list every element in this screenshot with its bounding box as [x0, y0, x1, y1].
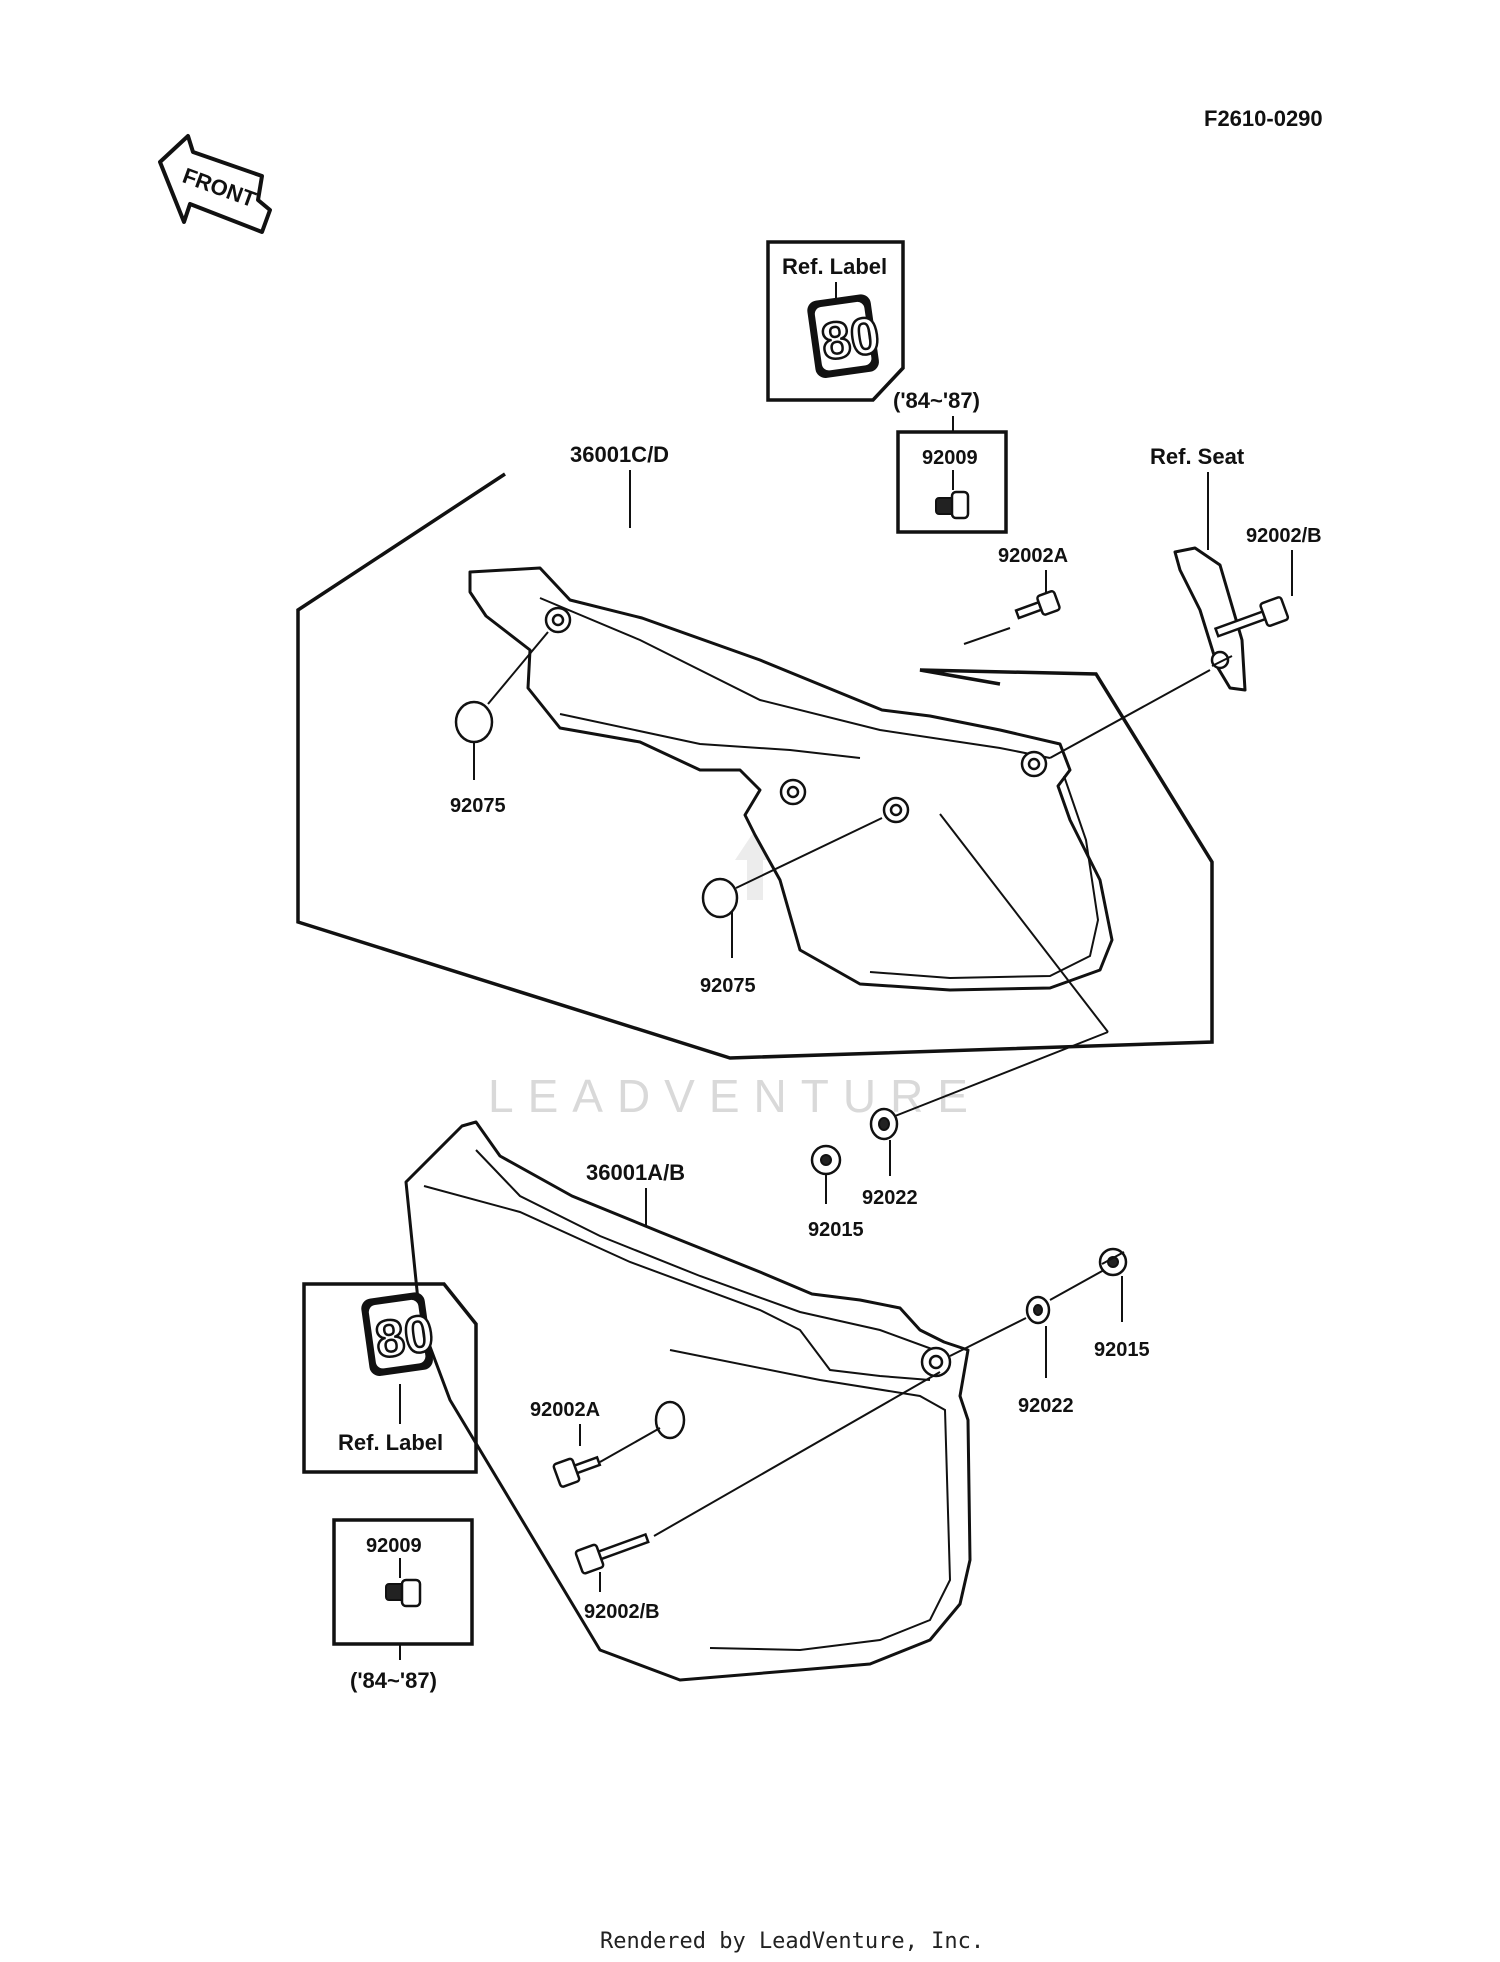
- part-92022-bottom-label[interactable]: 92022: [1018, 1395, 1074, 1417]
- screw-icon: [385, 1578, 422, 1608]
- screw-icon: [935, 490, 970, 520]
- watermark-text: LEADVENTURE: [488, 1070, 982, 1122]
- front-arrow-icon: FRONT: [158, 134, 272, 234]
- ref-label-box-bottom: 80 Ref. Label: [302, 1282, 478, 1474]
- years-label-bottom: ('84~'87): [350, 1668, 437, 1693]
- ref-seat-label: Ref. Seat: [1150, 444, 1245, 469]
- years-label-top: ('84~'87): [893, 388, 980, 413]
- washer-icon: [869, 1107, 899, 1141]
- grommet-icon: [454, 700, 494, 744]
- nut-icon: [810, 1144, 842, 1176]
- bolt-icon: [574, 1532, 650, 1575]
- part-92002a-top-label[interactable]: 92002A: [998, 545, 1068, 567]
- bolt-icon: [552, 1455, 602, 1488]
- part-92015-bottom-label[interactable]: 92015: [1094, 1339, 1150, 1361]
- part-92015-top-label[interactable]: 92015: [808, 1219, 864, 1241]
- seat-bracket: [1173, 546, 1247, 692]
- footer-credit: Rendered by LeadVenture, Inc.: [600, 1929, 984, 1954]
- ref-label-bottom-text: Ref. Label: [338, 1430, 443, 1455]
- side-cover-bottom[interactable]: [404, 1120, 972, 1682]
- side-cover-top[interactable]: [468, 566, 1114, 992]
- part-36001cd-label[interactable]: 36001C/D: [570, 442, 669, 467]
- part-92022-top-label[interactable]: 92022: [862, 1187, 918, 1209]
- part-92009-top-label: 92009: [922, 447, 978, 469]
- callout-outline-top: [296, 472, 1214, 1060]
- part-92075-left-label[interactable]: 92075: [450, 795, 506, 817]
- badge-text: 80: [818, 306, 883, 371]
- part-92002b-top-label[interactable]: 92002/B: [1246, 525, 1322, 547]
- washer-icon: [1025, 1295, 1051, 1325]
- part-92009-bottom-label: 92009: [366, 1535, 422, 1557]
- part-92002b-bottom-label[interactable]: 92002/B: [584, 1601, 660, 1623]
- part-36001ab-label[interactable]: 36001A/B: [586, 1160, 685, 1185]
- part-92009-box-bottom[interactable]: 92009: [332, 1518, 474, 1646]
- badge-80-icon: 80: [361, 1292, 438, 1376]
- part-92002a-bottom-label[interactable]: 92002A: [530, 1399, 600, 1421]
- ref-label-box-top: Ref. Label 80: [766, 240, 905, 402]
- badge-80-icon: 80: [807, 294, 884, 378]
- bolt-icon: [1213, 596, 1290, 638]
- ref-label-top-text: Ref. Label: [782, 254, 887, 279]
- diagram-code: F2610-0290: [1204, 106, 1323, 131]
- grommet-icon: [701, 877, 739, 919]
- part-92075-center-label[interactable]: 92075: [700, 975, 756, 997]
- part-92009-box-top[interactable]: 92009: [896, 430, 1008, 534]
- badge-text: 80: [372, 1304, 437, 1369]
- bolt-icon: [1014, 590, 1061, 620]
